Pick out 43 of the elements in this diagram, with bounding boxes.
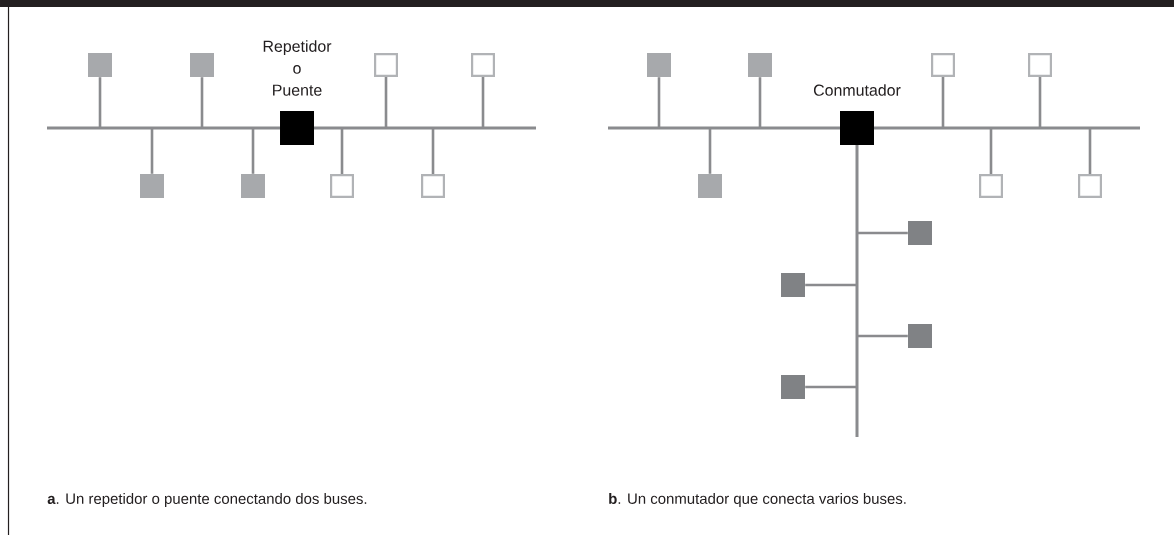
station-box (979, 174, 1003, 198)
station-box (931, 53, 955, 77)
drop-line (98, 77, 102, 128)
caption: b. Un conmutador que conecta varios buses. (609, 493, 906, 507)
bus-line (855, 145, 859, 437)
drop-line (1088, 128, 1092, 174)
station-box (908, 324, 932, 348)
drop-line (657, 77, 661, 128)
caption: a. Un repetidor o puente conectando dos buses. (47, 493, 367, 507)
station-box (781, 273, 805, 297)
station-box (421, 174, 445, 198)
drop-line (384, 77, 388, 128)
station-box (647, 53, 671, 77)
drop-line (481, 77, 485, 128)
station-box (190, 53, 214, 77)
station-box (698, 174, 722, 198)
station-box (241, 174, 265, 198)
station-box (781, 375, 805, 399)
drop-line (805, 283, 857, 287)
station-box (330, 174, 354, 198)
device-label: Repetidor o Puente (263, 40, 332, 96)
station-box (1078, 174, 1102, 198)
station-box (1028, 53, 1052, 77)
station-box (471, 53, 495, 77)
drop-line (708, 128, 712, 174)
station-box (374, 53, 398, 77)
station-box (140, 174, 164, 198)
drop-line (340, 128, 344, 174)
station-box (908, 221, 932, 245)
drop-line (1038, 77, 1042, 128)
drop-line (941, 77, 945, 128)
drop-line (857, 334, 908, 338)
drop-line (251, 128, 255, 174)
drop-line (431, 128, 435, 174)
station-box (88, 53, 112, 77)
drop-line (805, 385, 857, 389)
drop-line (200, 77, 204, 128)
device-label: Conmutador (813, 84, 901, 96)
drop-line (857, 231, 908, 235)
station-box (748, 53, 772, 77)
drop-line (758, 77, 762, 128)
drop-line (150, 128, 154, 174)
drop-line (989, 128, 993, 174)
